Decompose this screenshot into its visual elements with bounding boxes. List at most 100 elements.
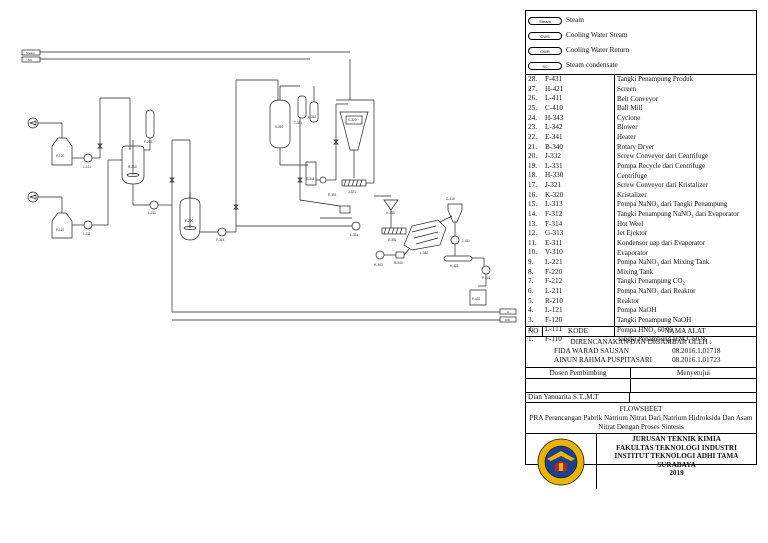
item-name: Kondensor uap dari Evaporator — [617, 238, 706, 247]
list-item: 8. F-220 Mixing Tank — [526, 268, 756, 278]
item-number: 24. — [528, 113, 537, 122]
drawn-by-title: DIRENCANAKAN DAN DIGAMBAR OLEH : — [570, 338, 712, 346]
label-f220: F-220 — [185, 219, 194, 223]
item-name: Tangki Penampung CO₂ — [617, 277, 686, 286]
blower-l342 — [375, 250, 385, 260]
process-flow-diagram: Steam SC C CW F-120 L-121 F-110 L-111 R-… — [21, 49, 517, 323]
legend-sc-icon: SC — [528, 61, 562, 70]
faculty-name: FAKULTAS TEKNOLOGI INDUSTRI — [616, 443, 737, 452]
item-code: L-211 — [545, 286, 563, 295]
mixing-tank-f220 — [179, 197, 201, 241]
drawn-by-section: DIRENCANAKAN DAN DIGAMBAR OLEH : FIDA WA… — [526, 337, 756, 368]
pump-l121 — [83, 153, 93, 163]
valve-icon — [333, 139, 339, 145]
item-code: F-110 — [545, 335, 562, 344]
item-name: Tangki Penampung NaNO₃ dari Evaporator — [617, 210, 740, 219]
valve-icon — [97, 143, 103, 149]
city-name: SURABAYA — [657, 460, 696, 469]
item-code: F-220 — [545, 267, 563, 276]
item-name: Mixing Tank — [617, 267, 654, 276]
approve-label: Menyetujui — [676, 369, 711, 377]
institution-section: JURUSAN TEKNIK KIMIA FAKULTAS TEKNOLOGI … — [526, 434, 756, 489]
pipe — [299, 199, 341, 207]
institution-text: JURUSAN TEKNIK KIMIA FAKULTAS TEKNOLOGI … — [597, 434, 756, 489]
legend-row: CWR Cooling Water Return — [526, 43, 756, 58]
legend-label: Steam — [566, 15, 584, 24]
item-name: Pompa NaNO₃ dari Reaktor — [617, 287, 696, 296]
item-code: J-332 — [545, 152, 561, 161]
item-name: Pompa NaNO₃ dari Tangki Penampung — [617, 200, 728, 209]
flowsheet-section: FLOWSHEET PRA Perancangan Pabrik Natrium… — [526, 403, 756, 434]
crystallizer-k320 — [339, 111, 369, 151]
item-code: R-210 — [545, 296, 563, 305]
label-l121: L-121 — [83, 165, 91, 169]
item-number: 16. — [528, 190, 537, 199]
department-name: JURUSAN TEKNIK KIMIA — [632, 435, 721, 443]
item-name: Cyclone — [617, 113, 641, 122]
reactor-r210 — [121, 145, 145, 185]
tank-f110 — [51, 212, 73, 239]
item-code: B-340 — [545, 142, 563, 151]
label-j321: J-321 — [348, 190, 356, 194]
person-name: AINUN RAHMA PUSPITASARI — [554, 356, 653, 364]
utility-label-cw: CW — [505, 318, 510, 322]
label-c410: L-411 — [462, 239, 470, 243]
drawn-by-person: FIDA WARAD SAUSAN 08.2016.1.01718 — [526, 347, 756, 356]
header-name: NAMA ALAT — [664, 326, 706, 335]
utility-legend: Steam Steam CWS Cooling Water Steam CWR … — [526, 11, 756, 75]
label-f212: F-212 — [144, 140, 153, 144]
ball-mill-c410 — [450, 235, 460, 245]
product-tank-f431 — [469, 289, 487, 306]
label-v310: V-310 — [275, 125, 284, 129]
legend-row: SC Steam condensate — [526, 58, 756, 73]
legend-row: Steam Steam — [526, 13, 756, 28]
institution-logo — [526, 434, 597, 489]
supervisor-label: Dosen Pembimbing — [526, 368, 631, 378]
utility-label-c: C — [507, 310, 510, 314]
pipe — [439, 215, 453, 223]
legend-label: Cooling Water Steam — [566, 30, 628, 39]
item-name: Tangki Penampung HNO₃ 60 % — [617, 335, 707, 344]
hot-well-f314 — [339, 205, 351, 214]
belt-conveyor-l411 — [443, 255, 473, 262]
screw-flight — [343, 179, 363, 187]
item-name: Reaktor — [617, 296, 640, 305]
item-code: G-313 — [545, 229, 564, 238]
utility-tag-cw — [499, 316, 517, 323]
item-code: K-320 — [545, 190, 564, 199]
cyclone-h343 — [447, 203, 463, 223]
item-code: V-310 — [545, 248, 563, 257]
agitator-blade — [126, 173, 140, 177]
item-code: E-311 — [545, 238, 563, 247]
centrifuge-h330 — [383, 199, 399, 211]
label-l312: L-312 — [308, 115, 316, 119]
item-name: Hot Weel — [617, 219, 644, 228]
item-code: L-342 — [545, 123, 563, 132]
item-number: 8. — [528, 267, 534, 276]
item-name: Screw Conveyor dari Centrifuge — [617, 152, 709, 161]
heater-e341 — [395, 251, 405, 259]
item-name: Rotary Dryer — [617, 142, 655, 151]
signature-space — [526, 379, 756, 393]
item-name: Pompa NaNO₃ dari Mixing Tank — [617, 258, 710, 267]
item-number: 3. — [528, 315, 534, 324]
agitator-blade — [183, 226, 197, 230]
item-number: 4. — [528, 306, 534, 315]
legend-cws-icon: CWS — [528, 31, 562, 40]
label-e341: B-340 — [394, 261, 403, 265]
item-code: F-314 — [545, 219, 563, 228]
label-j332: E-351 — [388, 238, 397, 242]
item-code: H-343 — [545, 113, 564, 122]
item-number: 10. — [528, 248, 537, 257]
item-number: 23. — [528, 123, 537, 132]
